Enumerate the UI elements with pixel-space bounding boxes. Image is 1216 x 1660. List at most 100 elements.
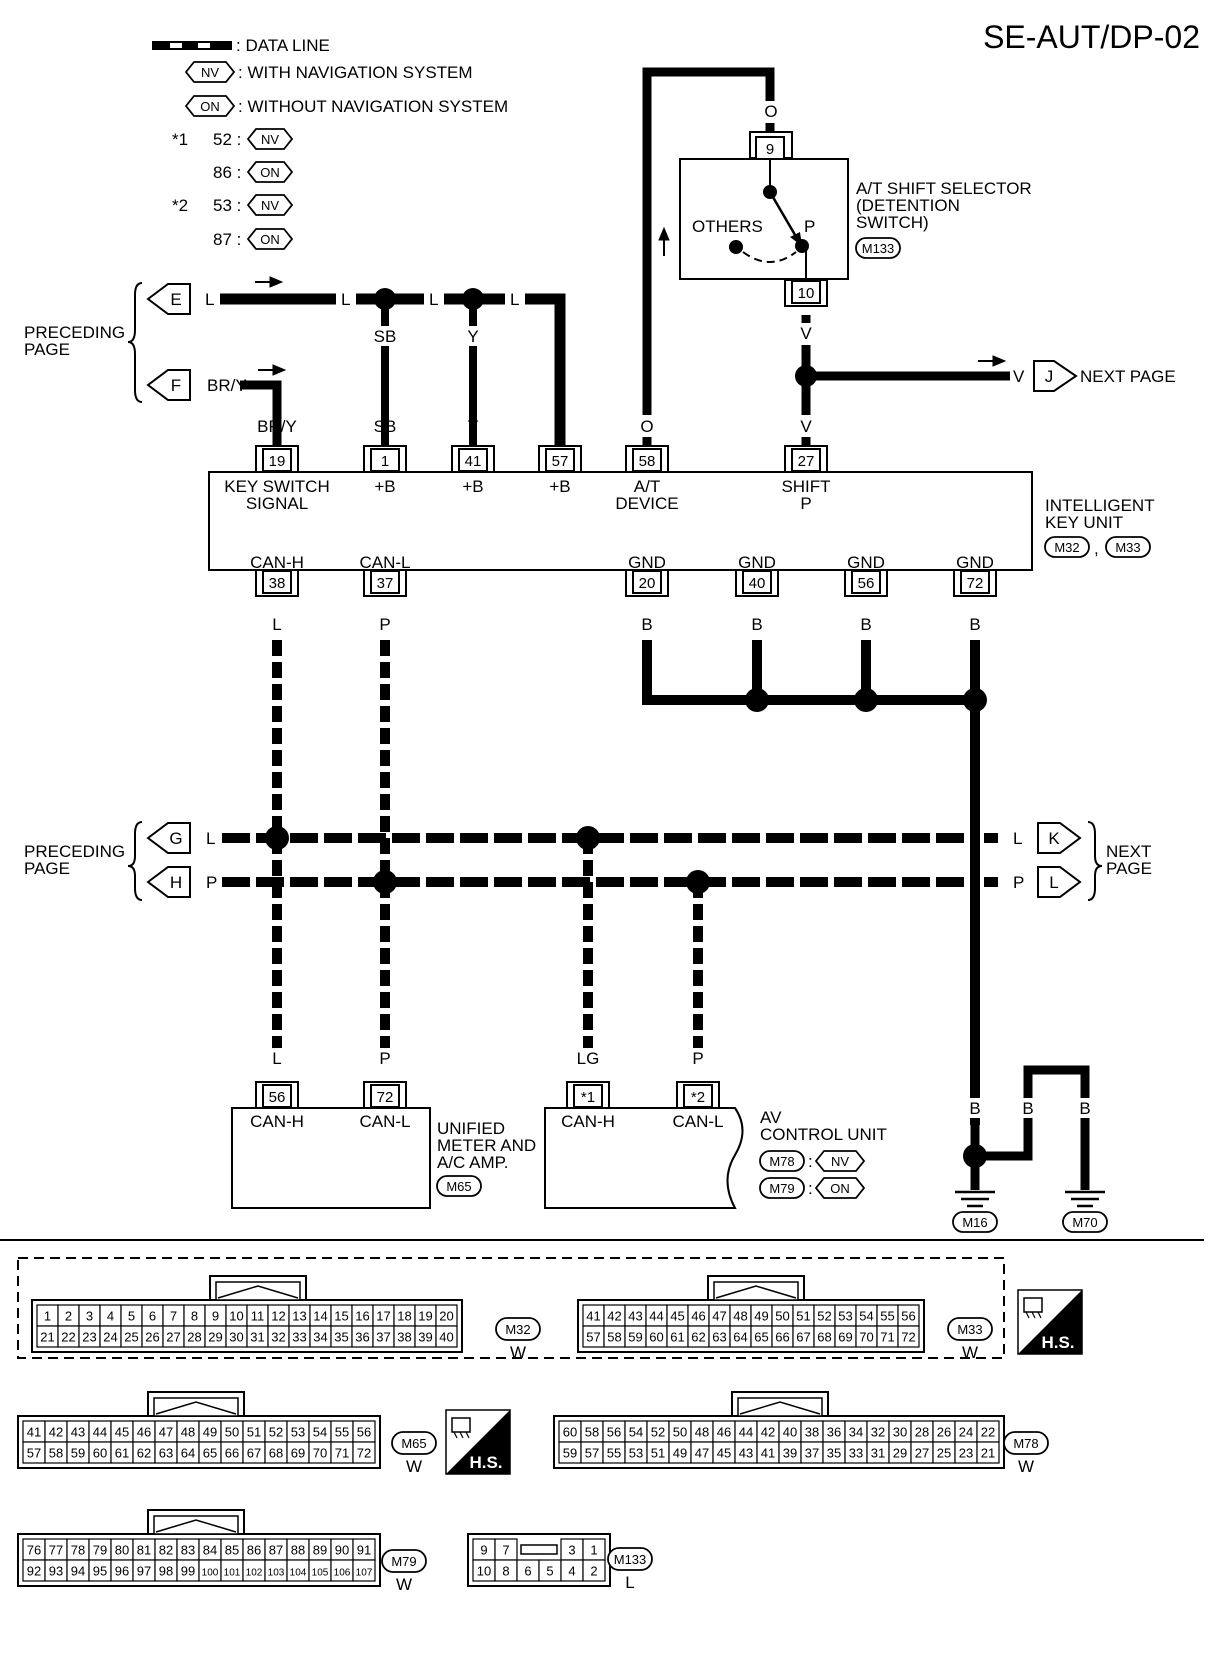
svg-text:PRECEDING: PRECEDING — [24, 842, 125, 861]
svg-text:10: 10 — [798, 285, 815, 302]
connector-pin: 98 — [159, 1564, 173, 1579]
connector-pin: 33 — [292, 1330, 306, 1345]
connector-pin: 20 — [439, 1309, 453, 1324]
svg-text::: : — [808, 1152, 813, 1171]
connector-color-m32: W — [510, 1343, 526, 1362]
svg-text:METER AND: METER AND — [437, 1136, 536, 1155]
connector-label-m78: M78 — [1013, 1436, 1038, 1451]
connector-pin: 70 — [313, 1446, 327, 1461]
svg-text:M133: M133 — [862, 241, 895, 256]
connector-pin: 81 — [137, 1543, 151, 1558]
connector-g — [146, 822, 191, 854]
svg-text:O: O — [640, 417, 653, 436]
connector-k — [1037, 822, 1082, 854]
hs-icon: H.S. — [445, 1409, 511, 1475]
svg-text:H: H — [170, 873, 182, 892]
svg-text:(DETENTION: (DETENTION — [856, 196, 960, 215]
r87: 87 : — [213, 230, 241, 249]
r53: 53 : — [213, 196, 241, 215]
wire-labels-b: B B B B B B B — [637, 614, 1095, 1118]
connector-label-m79: M79 — [391, 1554, 416, 1569]
r86: 86 : — [213, 163, 241, 182]
svg-text:9: 9 — [766, 141, 774, 158]
connector-pin: 59 — [71, 1446, 85, 1461]
connector-pin: 45 — [115, 1425, 129, 1440]
wire-labels-can: L P L P LG P L P L P — [200, 614, 1030, 1068]
connector-pin: 26 — [937, 1425, 951, 1440]
next-page-mid: K L NEXT PAGE — [1037, 821, 1152, 901]
intelligent-key-unit: 19 1 41 57 58 27 KEY SWITCH SIGNAL +B +B… — [208, 445, 1155, 597]
connector-pin: 30 — [893, 1425, 907, 1440]
connector-color-m65: W — [406, 1457, 422, 1476]
svg-text:L: L — [510, 290, 519, 309]
svg-text:P: P — [379, 615, 390, 634]
connector-pin: 46 — [137, 1425, 151, 1440]
top-wiring — [220, 67, 1010, 455]
connector-pin: 48 — [181, 1425, 195, 1440]
connector-pin: 37 — [376, 1330, 390, 1345]
connector-pin: 25 — [937, 1446, 951, 1461]
connector-pin: 30 — [229, 1330, 243, 1345]
connector-pin: 52 — [817, 1309, 831, 1324]
connector-pin: 55 — [880, 1309, 894, 1324]
svg-text:V: V — [800, 324, 812, 343]
connector-pin: 78 — [71, 1543, 85, 1558]
connector-pin: 99 — [181, 1564, 195, 1579]
connector-pin: 27 — [166, 1330, 180, 1345]
connector-pin: 56 — [357, 1425, 371, 1440]
connector-pin: 32 — [271, 1330, 285, 1345]
svg-text:1: 1 — [381, 453, 389, 470]
svg-text:L: L — [206, 829, 215, 848]
connector-color-m79: W — [396, 1575, 412, 1594]
connector-pin: 37 — [805, 1446, 819, 1461]
can-dots — [265, 826, 710, 894]
connector-pin: 56 — [607, 1425, 621, 1440]
connector-pin: 31 — [871, 1446, 885, 1461]
connector-pin: 85 — [225, 1543, 239, 1558]
connector-pin: 103 — [268, 1568, 285, 1579]
svg-text:O: O — [764, 102, 777, 121]
crossing-gaps — [966, 820, 984, 900]
connector-color-m78: W — [1018, 1457, 1034, 1476]
connector-pin: 63 — [159, 1446, 173, 1461]
connector-pin: 42 — [607, 1309, 621, 1324]
legend-with-nav: : WITH NAVIGATION SYSTEM — [238, 63, 473, 82]
svg-text:A/T SHIFT SELECTOR: A/T SHIFT SELECTOR — [856, 179, 1032, 198]
connector-pin: 24 — [103, 1330, 117, 1345]
svg-text:B: B — [751, 615, 762, 634]
svg-text:+B: +B — [374, 477, 395, 496]
connector-pin: 38 — [805, 1425, 819, 1440]
connector-label-m32: M32 — [505, 1322, 530, 1337]
connector-pin: 8 — [191, 1309, 198, 1324]
connector-pin: 49 — [673, 1446, 687, 1461]
svg-text:58: 58 — [639, 453, 656, 470]
svg-text:B: B — [641, 615, 652, 634]
connector-pin: 5 — [546, 1564, 553, 1579]
svg-text:P: P — [800, 494, 811, 513]
connector-pin: 22 — [981, 1425, 995, 1440]
connector-pin: 65 — [203, 1446, 217, 1461]
svg-text:AV: AV — [760, 1108, 782, 1127]
svg-text:,: , — [1094, 539, 1099, 558]
svg-text:P: P — [692, 1049, 703, 1068]
svg-text:L: L — [341, 290, 350, 309]
connector-pin: 40 — [783, 1425, 797, 1440]
connector-pin: 60 — [563, 1425, 577, 1440]
svg-text:L: L — [429, 290, 438, 309]
svg-text:*2: *2 — [691, 1089, 705, 1106]
connector-pin: 5 — [128, 1309, 135, 1324]
ground-m70: M70 — [1072, 1215, 1097, 1230]
connector-pin: 64 — [733, 1330, 747, 1345]
connector-pin: 21 — [40, 1330, 54, 1345]
connector-pin: 48 — [733, 1309, 747, 1324]
connector-f — [146, 369, 191, 401]
connector-pin: 24 — [959, 1425, 973, 1440]
svg-text:72: 72 — [967, 575, 984, 592]
connector-pin: 60 — [649, 1330, 663, 1345]
connector-pin: 59 — [628, 1330, 642, 1345]
connector-pin: 3 — [86, 1309, 93, 1324]
